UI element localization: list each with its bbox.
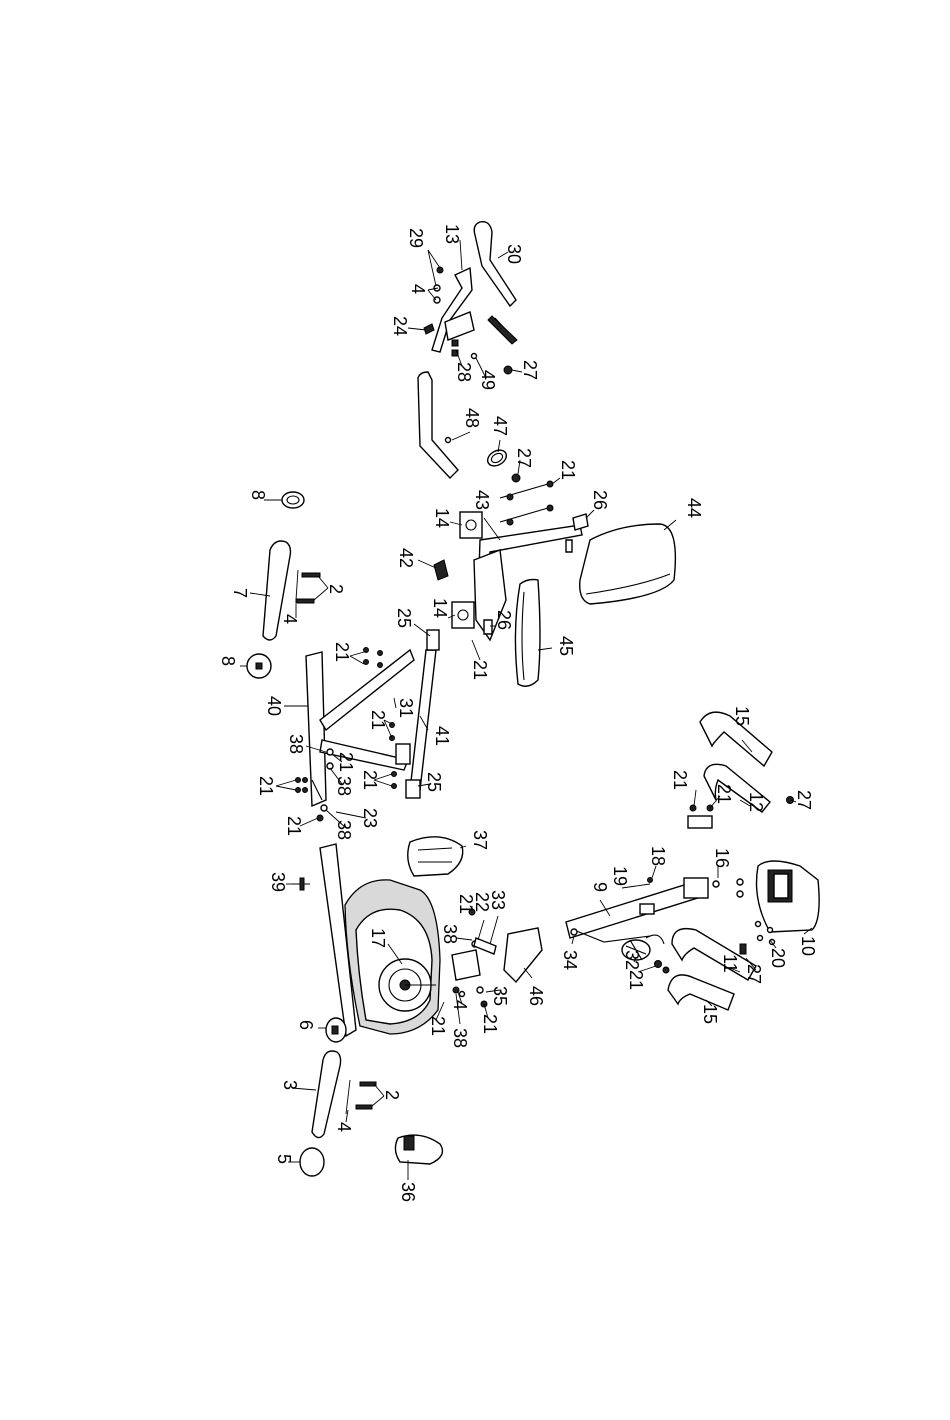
label-34: 34 bbox=[560, 950, 580, 970]
label-14: 14 bbox=[430, 598, 450, 618]
label-47: 47 bbox=[490, 416, 510, 436]
label-32: 32 bbox=[622, 950, 642, 970]
leader-lines bbox=[240, 240, 812, 1180]
label-46: 46 bbox=[526, 986, 546, 1006]
label-21: 21 bbox=[558, 460, 578, 480]
label-48: 48 bbox=[462, 408, 482, 428]
knob-42 bbox=[434, 560, 448, 580]
label-5: 5 bbox=[274, 1154, 294, 1164]
label-21: 21 bbox=[714, 784, 734, 804]
label-44: 44 bbox=[684, 498, 704, 518]
label-26: 26 bbox=[590, 490, 610, 510]
seat-44 bbox=[580, 524, 676, 604]
cover-46 bbox=[504, 928, 542, 982]
label-21: 21 bbox=[360, 770, 380, 790]
label-21: 21 bbox=[284, 816, 304, 836]
label-8: 8 bbox=[248, 490, 268, 500]
label-35: 35 bbox=[490, 986, 510, 1006]
label-27: 27 bbox=[520, 360, 540, 380]
label-38: 38 bbox=[286, 734, 306, 754]
bolts-2b bbox=[346, 1080, 376, 1114]
endcap-8b bbox=[247, 654, 271, 678]
label-29: 29 bbox=[406, 228, 426, 248]
label-39: 39 bbox=[268, 872, 288, 892]
label-4: 4 bbox=[408, 284, 428, 294]
label-21: 21 bbox=[480, 1014, 500, 1034]
console-10 bbox=[757, 861, 820, 932]
label-21: 21 bbox=[428, 1016, 448, 1036]
label-38: 38 bbox=[450, 1028, 470, 1048]
label-43: 43 bbox=[472, 490, 492, 510]
label-11: 11 bbox=[720, 954, 740, 973]
label-15: 15 bbox=[732, 706, 752, 726]
label-21: 21 bbox=[670, 770, 690, 790]
label-36: 36 bbox=[398, 1182, 418, 1202]
label-30: 30 bbox=[504, 244, 524, 264]
label-16: 16 bbox=[712, 848, 732, 868]
label-3: 3 bbox=[280, 1080, 300, 1090]
label-21: 21 bbox=[332, 642, 352, 662]
endcap-8a bbox=[282, 492, 304, 508]
label-8: 8 bbox=[218, 656, 238, 666]
label-18: 18 bbox=[648, 846, 668, 866]
label-21: 21 bbox=[626, 970, 646, 990]
pivot-bracket bbox=[445, 312, 517, 344]
label-2: 2 bbox=[382, 1090, 402, 1100]
handlebar-13 bbox=[432, 268, 472, 352]
label-2: 2 bbox=[326, 584, 346, 594]
label-9: 9 bbox=[590, 882, 610, 892]
label-37: 37 bbox=[470, 830, 490, 850]
label-21: 21 bbox=[256, 776, 276, 796]
label-41: 41 bbox=[432, 726, 452, 746]
label-19: 19 bbox=[610, 866, 630, 886]
label-38: 38 bbox=[334, 776, 354, 796]
label-10: 10 bbox=[798, 936, 818, 956]
cap-26b bbox=[484, 620, 492, 634]
label-4: 4 bbox=[450, 1000, 470, 1010]
label-27: 27 bbox=[744, 964, 764, 984]
seat-bracket-14a bbox=[460, 512, 482, 538]
label-17: 17 bbox=[368, 928, 388, 948]
cap-26a bbox=[573, 514, 588, 530]
label-21: 21 bbox=[470, 660, 490, 680]
pedal-36 bbox=[395, 1135, 442, 1164]
grip-disc-47 bbox=[485, 447, 509, 469]
frame-40 bbox=[306, 650, 414, 806]
label-6: 6 bbox=[296, 1020, 316, 1030]
label-14: 14 bbox=[432, 508, 452, 528]
wheel-6 bbox=[326, 1018, 346, 1042]
tube-7 bbox=[263, 541, 291, 640]
label-25: 25 bbox=[394, 608, 414, 628]
label-25: 25 bbox=[424, 772, 444, 792]
label-27: 27 bbox=[794, 790, 814, 810]
label-20: 20 bbox=[768, 948, 788, 968]
label-28: 28 bbox=[454, 362, 474, 382]
label-33: 33 bbox=[488, 890, 508, 910]
label-27: 27 bbox=[514, 448, 534, 468]
label-13: 13 bbox=[442, 224, 462, 244]
label-26: 26 bbox=[494, 610, 514, 630]
label-7: 7 bbox=[230, 588, 250, 598]
label-4: 4 bbox=[334, 1122, 354, 1132]
label-38: 38 bbox=[440, 924, 460, 944]
label-42: 42 bbox=[396, 548, 416, 568]
label-23: 23 bbox=[360, 808, 380, 828]
backrest-45 bbox=[515, 580, 540, 687]
label-40: 40 bbox=[264, 696, 284, 716]
label-49: 49 bbox=[478, 370, 498, 390]
label-15: 15 bbox=[700, 1004, 720, 1024]
label-12: 12 bbox=[746, 792, 766, 812]
label-38: 38 bbox=[334, 820, 354, 840]
endcap-5 bbox=[300, 1148, 324, 1176]
seat-bracket-14b bbox=[452, 602, 474, 628]
label-45: 45 bbox=[556, 636, 576, 656]
label-4: 4 bbox=[280, 614, 300, 624]
label-31: 31 bbox=[396, 698, 416, 718]
label-24: 24 bbox=[390, 316, 410, 336]
handlebar-48 bbox=[418, 372, 458, 478]
label-21: 21 bbox=[368, 710, 388, 730]
label-21: 21 bbox=[336, 752, 356, 772]
pedal-37 bbox=[408, 837, 463, 876]
